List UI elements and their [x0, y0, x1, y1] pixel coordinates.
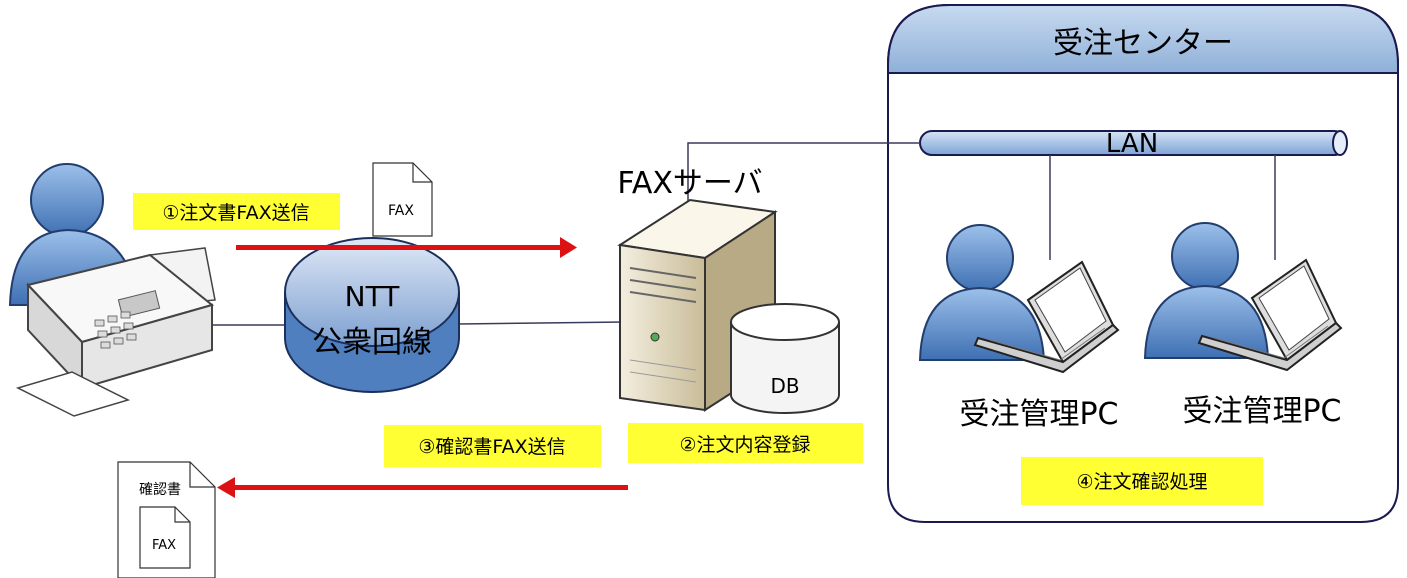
step3-highlight — [384, 425, 601, 467]
laptop-icon-1 — [973, 260, 1120, 374]
operator-person-icon-2 — [1143, 222, 1270, 359]
fax-machine-icon — [15, 247, 216, 417]
step4-label: ④注文確認処理 — [1076, 471, 1207, 493]
lan-label: LAN — [1106, 129, 1158, 159]
ntt-to-server-link — [457, 321, 626, 325]
lan-cable: LAN — [919, 129, 1348, 159]
step2-label: ②注文内容登録 — [679, 434, 810, 456]
step1-highlight — [133, 193, 340, 230]
laptop-icon-2 — [1197, 258, 1343, 372]
fax-doc-label: FAX — [388, 203, 414, 219]
ntt-label-line2: 公衆回線 — [312, 325, 432, 360]
operator-person-icon-1 — [918, 224, 1046, 361]
fax-keypad — [94, 311, 137, 349]
connection-lines — [205, 142, 1276, 326]
panel-header — [887, 4, 1399, 74]
send-arrow — [236, 237, 577, 258]
confirmation-document-icon: 確認書 FAX — [117, 461, 216, 578]
fax-server-label: FAXサーバ — [617, 166, 762, 201]
db-label: DB — [770, 374, 799, 398]
step2-highlight — [628, 423, 863, 463]
database-icon: DB — [730, 303, 840, 414]
center-title: 受注センター — [1053, 26, 1233, 61]
step1-label: ①注文書FAX送信 — [162, 202, 309, 224]
step3-label: ③確認書FAX送信 — [418, 436, 565, 458]
fax-document-icon: FAX — [372, 162, 433, 237]
confirm-inner-doc-label: FAX — [152, 538, 176, 553]
ntt-label-line1: NTT — [345, 280, 401, 313]
return-arrow — [217, 477, 628, 498]
client-label-2: 受注管理PC — [1182, 394, 1341, 429]
confirm-doc-label: 確認書 — [139, 482, 181, 498]
client-label-1: 受注管理PC — [959, 397, 1118, 432]
server-lan-link — [687, 142, 920, 210]
step4-highlight — [1021, 457, 1263, 505]
ntt-network-disc: NTT 公衆回線 — [284, 237, 460, 393]
